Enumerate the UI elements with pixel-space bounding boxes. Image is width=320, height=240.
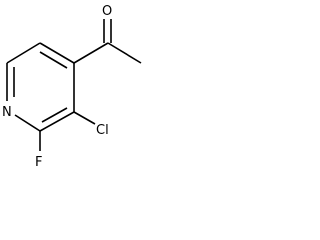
bond-c3-chlorine (73, 111, 96, 125)
oxygen-atom-label: O (102, 4, 112, 19)
bond-carbonyl-methyl (107, 42, 142, 64)
bond-c4-c5-inner (39, 51, 68, 69)
bond-c2-c3 (39, 111, 75, 132)
chlorine-atom-label: Cl (96, 123, 109, 138)
bond-c4-c5 (39, 42, 75, 64)
bond-n1-c2 (14, 114, 41, 132)
nitrogen-atom-label: N (2, 105, 12, 120)
bond-c5-c6 (6, 42, 41, 64)
bond-c4-carbonyl (73, 42, 109, 64)
fluorine-atom-label: F (35, 155, 42, 170)
molecule-structure-diagram: O N Cl F (2, 4, 142, 170)
bond-c2-c3-inner (41, 107, 68, 123)
